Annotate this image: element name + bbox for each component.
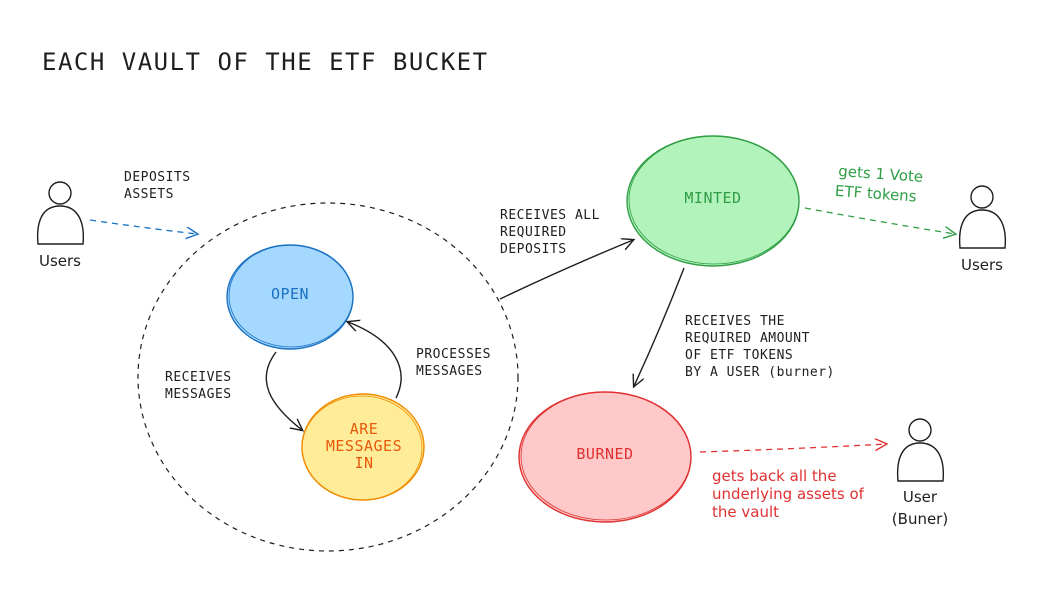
- are-messages-in-node: ARE MESSAGES IN: [301, 393, 425, 501]
- burner-label-line-1: User: [903, 488, 938, 506]
- burned-label: BURNED: [576, 445, 633, 463]
- receives-messages-arrow: [265, 351, 302, 430]
- svg-text:RECEIVES ALL: RECEIVES ALL: [500, 208, 600, 223]
- receives-all-deposits-arrow: [499, 240, 633, 300]
- svg-text:ASSETS: ASSETS: [124, 187, 174, 202]
- processes-messages-label: PROCESSES MESSAGES: [416, 347, 491, 379]
- deposits-assets-label: DEPOSITS ASSETS: [124, 170, 191, 202]
- svg-text:MESSAGES: MESSAGES: [165, 387, 232, 402]
- open-node: OPEN: [226, 244, 354, 350]
- gets-back-assets-label: gets back all the underlying assets of t…: [712, 467, 865, 521]
- svg-text:OF ETF TOKENS: OF ETF TOKENS: [685, 348, 793, 363]
- receives-messages-label: RECEIVES MESSAGES: [165, 370, 232, 402]
- svg-text:gets back all the: gets back all the: [712, 467, 837, 485]
- open-label: OPEN: [271, 285, 309, 303]
- svg-text:REQUIRED AMOUNT: REQUIRED AMOUNT: [685, 331, 810, 346]
- svg-text:underlying assets of: underlying assets of: [712, 485, 865, 503]
- burned-node: BURNED: [518, 391, 692, 523]
- vote-tokens-arrow: [804, 207, 955, 234]
- svg-text:DEPOSITS: DEPOSITS: [124, 170, 191, 185]
- are-messages-in-label-line-2: MESSAGES: [326, 437, 402, 455]
- svg-text:PROCESSES: PROCESSES: [416, 347, 491, 362]
- processes-messages-arrow: [348, 322, 402, 399]
- svg-text:RECEIVES: RECEIVES: [165, 370, 232, 385]
- redeem-arrow: [699, 444, 886, 453]
- receives-required-amount-label: RECEIVES THE REQUIRED AMOUNT OF ETF TOKE…: [685, 314, 835, 380]
- gets-vote-tokens-label: gets 1 Vote ETF tokens: [834, 162, 924, 206]
- user-icon-burner: [896, 418, 945, 482]
- are-messages-in-label-line-3: IN: [354, 454, 373, 472]
- burner-label-line-2: (Buner): [892, 510, 948, 528]
- svg-text:DEPOSITS: DEPOSITS: [500, 242, 567, 257]
- svg-text:BY A USER (burner): BY A USER (burner): [685, 365, 835, 380]
- receives-all-deposits-label: RECEIVES ALL REQUIRED DEPOSITS: [500, 208, 600, 257]
- user-icon-left: [36, 181, 85, 245]
- users-right-label: Users: [961, 256, 1003, 274]
- user-icon-right: [958, 185, 1007, 249]
- vault-boundary: [137, 202, 519, 552]
- svg-text:RECEIVES THE: RECEIVES THE: [685, 314, 785, 329]
- svg-text:gets 1 Vote: gets 1 Vote: [838, 162, 924, 186]
- minted-label: MINTED: [684, 189, 741, 207]
- deposit-arrow: [89, 219, 197, 234]
- svg-text:the vault: the vault: [712, 503, 779, 521]
- are-messages-in-label-line-1: ARE: [350, 420, 379, 438]
- svg-text:MESSAGES: MESSAGES: [416, 364, 483, 379]
- svg-text:ETF tokens: ETF tokens: [834, 182, 917, 206]
- svg-text:REQUIRED: REQUIRED: [500, 225, 567, 240]
- burn-arrow: [634, 267, 685, 386]
- minted-node: MINTED: [626, 135, 800, 267]
- users-left-label: Users: [39, 252, 81, 270]
- diagram-title: EACH VAULT OF THE ETF BUCKET: [42, 48, 489, 76]
